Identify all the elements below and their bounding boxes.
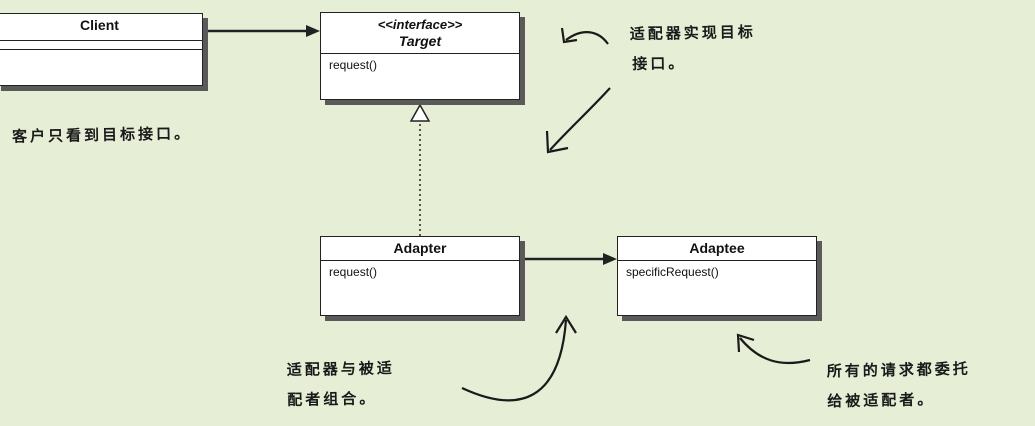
note-adaptee-curl-arrow — [739, 337, 811, 365]
client-class-name: Client — [0, 14, 202, 41]
note-adapter-line2: 配者组合。 — [287, 389, 378, 409]
adapter-class-box: Adapter request() — [320, 236, 520, 316]
adaptee-class-box: Adaptee specificRequest() — [617, 236, 817, 316]
note-client-text: 客户只看到目标接口。 — [11, 124, 193, 146]
note-adapter-implements-target: 适配器实现目标 接口。 — [629, 17, 756, 79]
note-requests-delegated: 所有的请求都委托 给被适配者。 — [826, 354, 971, 417]
adapter-class-name: Adapter — [321, 237, 519, 261]
note-adaptee-line2: 给被适配者。 — [827, 390, 936, 411]
note-client-sees-target: 客户只看到目标接口。 — [12, 118, 193, 151]
target-header: <<interface>> Target — [321, 13, 519, 54]
realization-triangle-head — [409, 103, 431, 122]
note-adaptee-line1: 所有的请求都委托 — [826, 359, 971, 381]
target-method: request() — [329, 58, 378, 72]
note-target-curl-arrowhead — [560, 27, 578, 44]
adapter-adaptee-arrowhead — [603, 253, 617, 265]
client-class-box: Client — [0, 13, 203, 86]
target-interface-name: Target — [398, 33, 442, 49]
note-target-line1: 适配器实现目标 — [629, 22, 756, 44]
note-target-diagonal-arrow — [549, 87, 611, 151]
note-adapter-curved-arrow — [461, 319, 568, 402]
note-adapter-curved-arrowhead — [555, 314, 577, 334]
adaptee-class-name: Adaptee — [618, 237, 816, 261]
note-target-line2: 接口。 — [632, 54, 687, 74]
adapter-method: request() — [329, 265, 378, 279]
note-adaptee-curl-arrowhead — [736, 333, 755, 353]
note-adapter-line1: 适配器与被适 — [286, 359, 395, 379]
note-target-diagonal-arrowhead — [545, 130, 569, 154]
target-stereotype: <<interface>> — [377, 17, 463, 32]
client-target-arrowhead — [306, 25, 320, 37]
note-adapter-composes-adaptee: 适配器与被适 配者组合。 — [286, 353, 395, 415]
note-target-curl-arrow — [565, 31, 609, 45]
adaptee-method: specificRequest() — [626, 265, 719, 279]
client-attributes-divider — [0, 49, 202, 50]
target-interface-box: <<interface>> Target request() — [320, 12, 520, 100]
